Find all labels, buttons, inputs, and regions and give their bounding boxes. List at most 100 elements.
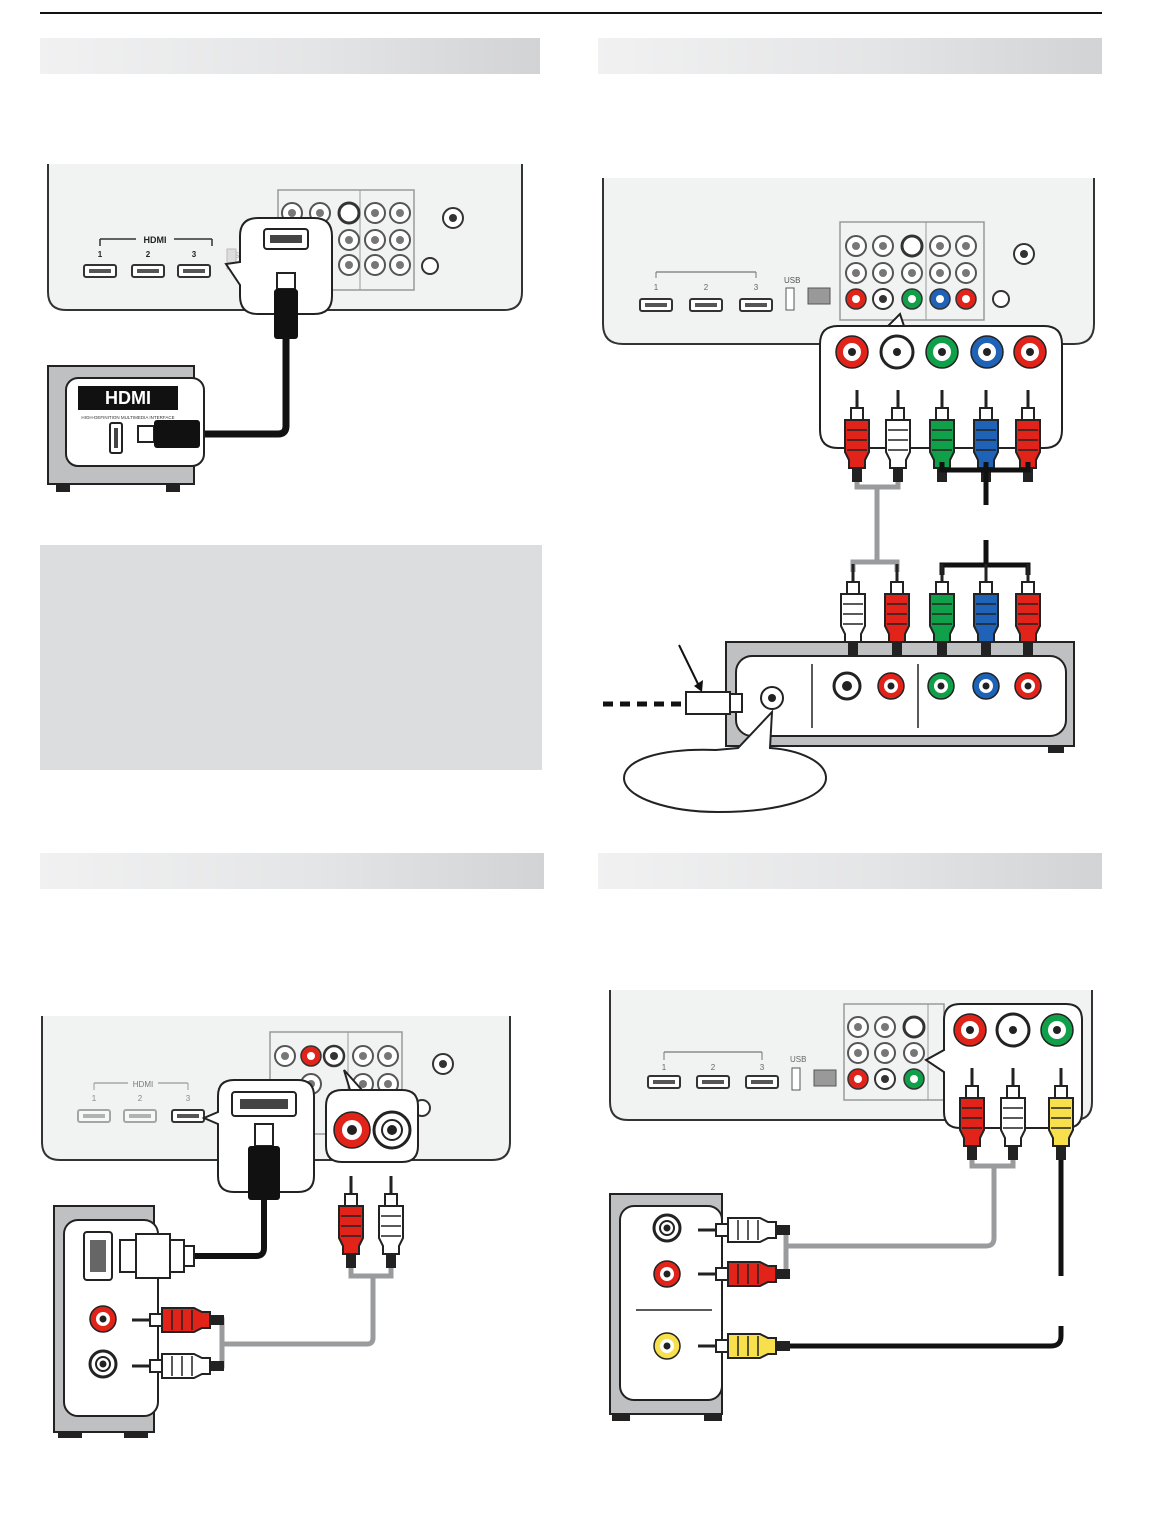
rca-jack-icon [389,254,411,276]
rca-jack-icon [929,235,951,257]
note-box [40,545,542,770]
s-video-jack-icon [337,201,361,225]
rca-plug-icon [928,562,956,658]
audio-cable [210,1268,394,1369]
section-bar-hdmi [40,38,540,74]
rca-jack-icon [872,235,894,257]
hdmi-port-number: 1 [662,1063,667,1072]
component-callout [819,312,1063,484]
rca-plug-icon [337,1174,365,1270]
antenna-connector [603,644,743,715]
dvi-port-icon [83,1231,113,1281]
hdmi-plug-icon [248,1123,280,1200]
hdmi-logo-tagline: HIGH-DEFINITION MULTIMEDIA INTERFACE [81,415,174,420]
rca-jack-icon [929,262,951,284]
hdmi-logo: HDMI [105,388,151,408]
hdmi-port-number: 3 [754,283,759,292]
composite-callout [924,1003,1083,1162]
hdmi-port-number: 1 [98,250,103,259]
hdmi-port-icon [696,1075,730,1089]
rca-jack-icon [352,1045,374,1067]
hdmi-port-icon [647,1075,681,1089]
rca-jack-icon [847,1042,869,1064]
rca-jack-icon [389,229,411,251]
coax-plug-icon [685,691,731,715]
note-bubble [622,709,828,814]
s-video-jack-icon [900,234,924,258]
s-video-jack-icon [421,257,439,275]
ethernet-port-icon [813,1069,837,1087]
s-video-jack-icon [992,290,1010,308]
rca-jack-icon [338,254,360,276]
section-bar-dvi [40,853,544,889]
dvi-hdmi-callout [201,1079,315,1200]
tv-rear-panel-component: 1 2 3 USB [602,178,1095,345]
hdmi-port-icon [77,1109,111,1123]
hdmi-group-label: HDMI [144,235,167,245]
usb-port-icon [791,1067,801,1091]
hdmi-port-number: 2 [704,283,709,292]
hdmi-group-label: HDMI [133,1080,153,1089]
rca-plug-icon [377,1174,405,1270]
ethernet-port-icon [807,287,831,305]
rca-plug-icon [972,562,1000,658]
hdmi-port-icon [171,1109,205,1123]
rca-plug-icon [1014,562,1042,658]
section-bar-composite [598,853,1102,889]
hdmi-port-number: 1 [92,1094,97,1103]
hdmi-port-icon [123,1109,157,1123]
rca-jack-icon [874,1042,896,1064]
dvi-cable [190,1200,267,1259]
s-video-jack-icon [902,1015,926,1039]
rca-jack-icon [874,1016,896,1038]
rca-jack-icon [845,262,867,284]
rca-jack-icon [847,1016,869,1038]
rca-jack-icon [338,229,360,251]
rca-jack-icon [389,202,411,224]
hdmi-port-number: 3 [192,250,197,259]
hdmi-plug-icon [137,420,200,448]
hdmi-port-number: 2 [146,250,151,259]
rca-jack-icon [364,202,386,224]
rca-jack-icon [377,1045,399,1067]
hdmi-port-icon [745,1075,779,1089]
audio-cable [850,482,901,572]
page-top-rule [40,12,1102,14]
audio-cable [772,1160,1016,1275]
usb-label: USB [784,276,800,285]
section-bar-component [598,38,1102,74]
usb-label: USB [790,1055,806,1064]
audio-callout [325,1069,419,1163]
video-cable [939,462,1031,505]
hdmi-port-icon [131,264,165,278]
hdmi-plug-icon [274,272,298,339]
rca-jack-icon [845,235,867,257]
hdmi-port-number: 3 [186,1094,191,1103]
hdmi-port-number: 2 [711,1063,716,1072]
rca-jack-icon [955,262,977,284]
hdmi-port-icon [739,298,773,312]
hdmi-port-icon [639,298,673,312]
hdmi-port-number: 1 [654,283,659,292]
rca-jack-icon [955,235,977,257]
hdmi-port-number: 3 [760,1063,765,1072]
rca-jack-icon [274,1045,296,1067]
dvi-plug-icon [119,1233,195,1279]
video-cable [770,1326,1064,1349]
hdmi-callout [224,217,333,339]
rca-plug-icon [839,562,867,658]
rca-jack-icon [903,1042,925,1064]
rca-jack-icon [364,254,386,276]
rca-plug-icon [883,562,911,658]
usb-port-icon [785,287,795,311]
rca-jack-icon [872,262,894,284]
rca-jack-icon [364,229,386,251]
hdmi-port-icon [177,264,211,278]
rca-jack-icon [901,262,923,284]
hdmi-port-icon [83,264,117,278]
composite-source-device [609,1193,723,1421]
hdmi-cable [196,339,290,438]
hdmi-source-device: HDMI HIGH-DEFINITION MULTIMEDIA INTERFAC… [47,365,205,492]
hdmi-port-icon [689,298,723,312]
